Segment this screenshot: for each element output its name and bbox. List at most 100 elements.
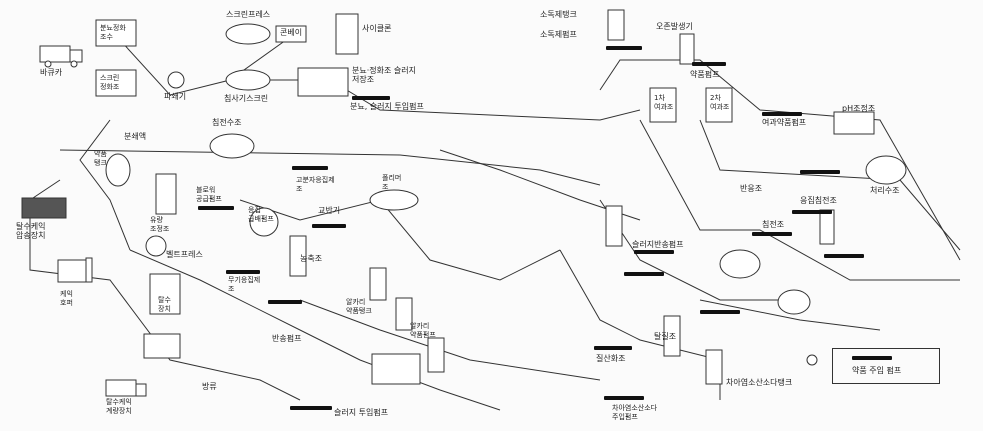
pump-discharge — [290, 406, 332, 410]
label-filter-a: 1차 여과조 — [654, 94, 674, 111]
label-screen: 스크린 정화조 — [100, 74, 120, 91]
pump-sep — [292, 166, 328, 170]
sludge-press — [143, 333, 181, 359]
label-vehicle: 바큐카 — [40, 68, 63, 77]
label-sodium-pump: 소독제펌프 — [540, 30, 577, 39]
label-sludge-press: 벨트프레스 — [166, 250, 203, 259]
mixer-shape — [167, 71, 185, 89]
pump-coag — [198, 206, 234, 210]
label-hypo-pump: 차아염소산소다 주입펌프 — [612, 404, 658, 421]
label-chem-tank: 약품 탱크 — [94, 150, 107, 167]
pipe-main-13 — [699, 299, 881, 331]
label-aeration-blower: 블로워 공급펌프 — [196, 186, 222, 203]
label-nitrify: 질산화조 — [596, 354, 626, 363]
pipe-main-15 — [599, 199, 780, 301]
reaction-tank — [605, 205, 623, 247]
pipe-main-6 — [699, 119, 961, 251]
label-grit: 분쇄액 — [124, 132, 147, 141]
flow-bal-tank — [155, 173, 177, 215]
pump-nitrify — [700, 310, 740, 314]
label-chem-pump: 약품펌프 — [690, 70, 720, 79]
pump-hypo — [604, 396, 644, 400]
label-reaction: 반응조 — [740, 184, 763, 193]
storage-box — [297, 67, 349, 97]
coag-basin-tank — [819, 209, 835, 245]
label-filter-b: 2차 여과조 — [710, 94, 730, 111]
denitrify-tank — [663, 315, 681, 357]
sludge-cloud — [145, 235, 167, 257]
pump-coag-basin — [792, 210, 832, 214]
sludge-return-shape — [777, 289, 811, 315]
truck-body — [39, 45, 71, 63]
pipe-main-8 — [239, 199, 561, 281]
label-discharge: 방류 — [202, 382, 217, 391]
label-return-pump: 반송펌프 — [272, 334, 302, 343]
pump-legend — [852, 356, 892, 360]
pump-chem — [692, 62, 726, 66]
cyclone-stack — [335, 13, 359, 55]
label-sodium-hypo: 차아염소산소다탱크 — [726, 378, 793, 387]
pipe-main-10 — [129, 249, 501, 411]
label-coag-basin: 응집침전조 — [800, 196, 837, 205]
caustic-tank — [427, 337, 445, 373]
legend-text: 약품 주입 펌프 — [852, 366, 902, 375]
label-alkali-pump: 알카리 약품펌프 — [410, 322, 436, 339]
label-screen-press: 스크린프레스 — [226, 10, 271, 19]
coag-tank — [249, 207, 279, 237]
legend-pump-symbol — [806, 354, 818, 366]
label-cyclone: 사이클론 — [362, 24, 392, 33]
thickener-shape — [369, 189, 419, 211]
pump-reaction — [624, 272, 664, 276]
filter-a-box — [649, 87, 677, 123]
treated-water-shape — [865, 155, 907, 185]
inorganic-tank — [395, 297, 413, 331]
label-sludge-out: 슬러지 투입펌프 — [334, 408, 389, 417]
label-sludge-pump: 분뇨, 슬러지 투입펌프 — [350, 102, 424, 111]
label-grit-washer: 콘베이 — [280, 28, 303, 37]
screen-tank-2 — [225, 69, 271, 91]
dryer-right — [371, 353, 421, 385]
label-sludge-return: 슬러지반송펌프 — [632, 240, 684, 249]
label-disinfect-tank: 소독제탱크 — [540, 10, 577, 19]
label-mixer: 파쇄기 — [164, 92, 187, 101]
label-polymer-tank: 고분자응집제 조 — [296, 176, 335, 193]
pipe-main-11 — [299, 299, 601, 381]
pump-inorganic — [268, 300, 302, 304]
pipe-main-5 — [639, 119, 960, 281]
pipe-main-12 — [79, 119, 131, 251]
label-septic-truck: 분뇨정화 조수 — [100, 24, 126, 41]
label-settling2: 침전조 — [762, 220, 785, 229]
belt-press — [149, 273, 181, 315]
pipe-main-1 — [119, 29, 301, 96]
pump-return-2 — [824, 254, 864, 258]
pump-denitrify — [594, 346, 632, 350]
label-caustic-tank: 알카리 약품탱크 — [346, 298, 372, 315]
screen-tank-1 — [225, 23, 271, 45]
sodium-tank — [705, 349, 723, 385]
conveyor-box — [275, 25, 307, 43]
ozone-tank — [679, 33, 695, 65]
sep-tank-shape — [209, 133, 255, 159]
pipe-main-4 — [599, 59, 961, 261]
dryer-stack — [85, 257, 93, 283]
label-treated-water: 처리수조 — [870, 186, 900, 195]
label-storage-tank: 분뇨·정화조 슬러지 저장조 — [352, 66, 416, 84]
dewater-machine — [21, 197, 67, 219]
label-act-carbon: 여과약품펌프 — [762, 118, 807, 127]
label-final-bldg: 탈수케익 계량장치 — [106, 398, 132, 415]
label-denitrify: 탈질조 — [654, 332, 677, 341]
label-centrifuge: 탈수 장치 — [158, 296, 171, 313]
settling2-shape — [719, 249, 761, 279]
label-inorganic-tank: 무기응집제 조 — [228, 276, 261, 293]
mix-tank — [369, 267, 387, 301]
label-ozone: 오존발생기 — [656, 22, 693, 31]
label-mix-tank: 폴리머 조 — [382, 174, 402, 191]
pump-settling — [752, 232, 792, 236]
polymer-tank — [289, 235, 307, 277]
sludge-truck-cab — [135, 383, 147, 397]
chem-tank-shape — [105, 153, 131, 187]
label-coag-pump: 응집 급배펌프 — [248, 206, 274, 223]
pump-sodium — [606, 46, 642, 50]
pump-agitator — [312, 224, 346, 228]
